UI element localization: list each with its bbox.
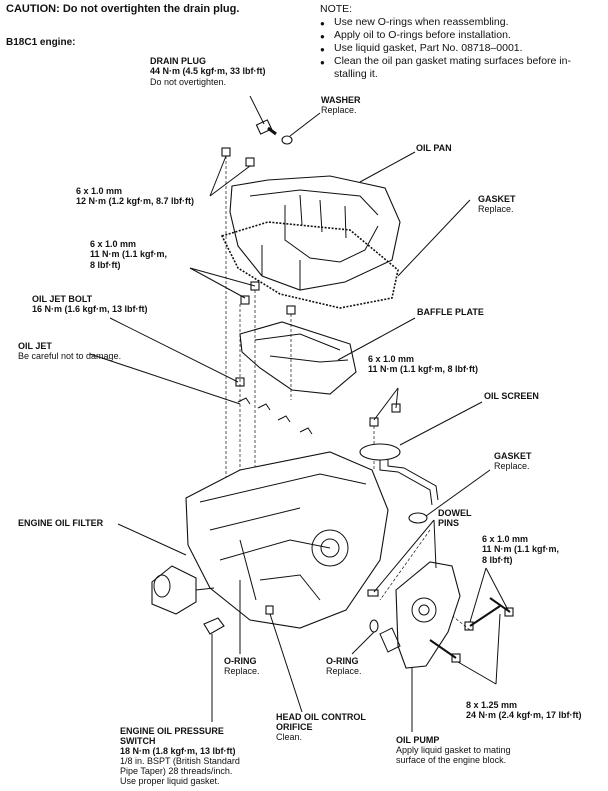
note-item: Use liquid gasket, Part No. 08718–0001.	[320, 42, 571, 56]
bolt2-size: 6 x 1.0 mm	[90, 239, 137, 249]
note-title: NOTE:	[320, 3, 353, 15]
bolt1-spec: 12 N·m (1.2 kgf·m, 8.7 lbf·ft)	[76, 196, 195, 206]
oring1-title: O-RING	[224, 656, 257, 666]
engine-oil-filter-title: ENGINE OIL FILTER	[18, 518, 104, 528]
bolt1-size: 6 x 1.0 mm	[76, 186, 123, 196]
oil-pump-n2: surface of the engine block.	[396, 755, 507, 765]
washer-part	[281, 135, 293, 145]
bolt2-spec2: 8 lbf·ft)	[90, 260, 121, 270]
oil-jet-title: OIL JET	[18, 341, 52, 351]
bolt5-spec: 24 N·m (2.4 kgf·m, 17 lbf·ft)	[466, 710, 582, 720]
oil-pump-part	[379, 561, 461, 669]
bolt4-spec1: 11 N·m (1.1 kgf·m,	[482, 544, 560, 554]
pressure-switch-part	[203, 617, 225, 635]
dowel-pins-line1: DOWEL	[438, 508, 472, 518]
oil-screen-title: OIL SCREEN	[484, 391, 539, 401]
pressure-switch-line2: SWITCH	[120, 736, 156, 746]
note-item: Clean the oil pan gasket mating surfaces…	[320, 55, 571, 69]
pressure-switch-n3: Use proper liquid gasket.	[120, 776, 220, 786]
note-item: Use new O-rings when reassembling.	[320, 16, 571, 30]
long-bolts	[429, 597, 511, 659]
bolt3-size: 6 x 1.0 mm	[368, 354, 415, 364]
oring1-note: Replace.	[224, 666, 260, 676]
oil-screen-part	[359, 443, 439, 506]
caution-text: CAUTION: Do not overtighten the drain pl…	[6, 3, 240, 15]
oil-pump-title: OIL PUMP	[396, 735, 440, 745]
oil-pan-part	[229, 175, 401, 291]
oil-filter-part	[151, 565, 215, 615]
gasket2-title: GASKET	[494, 451, 532, 461]
gasket1-title: GASKET	[478, 194, 516, 204]
oil-pan-gasket	[220, 221, 399, 309]
bolt5-size: 8 x 1.25 mm	[466, 700, 518, 710]
oring2-title: O-RING	[326, 656, 359, 666]
oil-jet-bolt-title: OIL JET BOLT	[32, 294, 93, 304]
orifice-note: Clean.	[276, 732, 303, 742]
gasket2-note: Replace.	[494, 461, 530, 471]
pressure-switch-n2: Pipe Taper) 28 threads/inch.	[120, 766, 233, 776]
pressure-switch-spec: 18 N·m (1.8 kgf·m, 13 lbf·ft)	[120, 746, 236, 756]
note-block: NOTE: Use new O-rings when reassembling.…	[320, 3, 571, 81]
drain-plug-spec: 44 N·m (4.5 kgf·m, 33 lbf·ft)	[150, 66, 266, 76]
note-item: Apply oil to O-rings before installation…	[320, 29, 571, 43]
pressure-switch-line1: ENGINE OIL PRESSURE	[120, 726, 224, 736]
oil-screen-gasket	[408, 512, 428, 524]
oil-jet-note: Be careful not to damage.	[18, 351, 122, 361]
baffle-plate-title: BAFFLE PLATE	[417, 307, 484, 317]
pressure-switch-n1: 1/8 in. BSPT (British Standard	[120, 756, 240, 766]
drain-plug-title: DRAIN PLUG	[150, 56, 206, 66]
drain-plug-note: Do not overtighten.	[150, 77, 227, 87]
o-ring-part	[369, 619, 379, 633]
oil-jets-part	[237, 397, 313, 435]
oil-jet-bolt-spec: 16 N·m (1.6 kgf·m, 13 lbf·ft)	[32, 304, 148, 314]
bolt4-size: 6 x 1.0 mm	[482, 534, 529, 544]
orifice-part	[265, 605, 274, 615]
dowel-pin-part	[367, 589, 379, 597]
oring2-note: Replace.	[326, 666, 362, 676]
oil-pan-title: OIL PAN	[416, 143, 452, 153]
oil-pump-n1: Apply liquid gasket to mating	[396, 745, 511, 755]
leader-lines	[89, 95, 509, 732]
gasket1-note: Replace.	[478, 204, 514, 214]
engine-label: B18C1 engine:	[6, 37, 76, 48]
orifice-line1: HEAD OIL CONTROL	[276, 712, 366, 722]
engine-block-part	[185, 451, 389, 629]
note-list: Use new O-rings when reassembling. Apply…	[320, 16, 571, 81]
bolt4-spec2: 8 lbf·ft)	[482, 555, 513, 565]
dowel-pins-line2: PINS	[438, 518, 460, 528]
washer-title: WASHER	[321, 95, 361, 105]
bolt3-spec: 11 N·m (1.1 kgf·m, 8 lbf·ft)	[368, 364, 479, 374]
orifice-line2: ORIFICE	[276, 722, 313, 732]
drain-plug-part	[255, 119, 277, 136]
note-item-cont: stalling it.	[334, 68, 378, 80]
baffle-plate-part	[239, 321, 357, 395]
washer-note: Replace.	[321, 105, 357, 115]
bolt2-spec1: 11 N·m (1.1 kgf·m,	[90, 249, 168, 259]
